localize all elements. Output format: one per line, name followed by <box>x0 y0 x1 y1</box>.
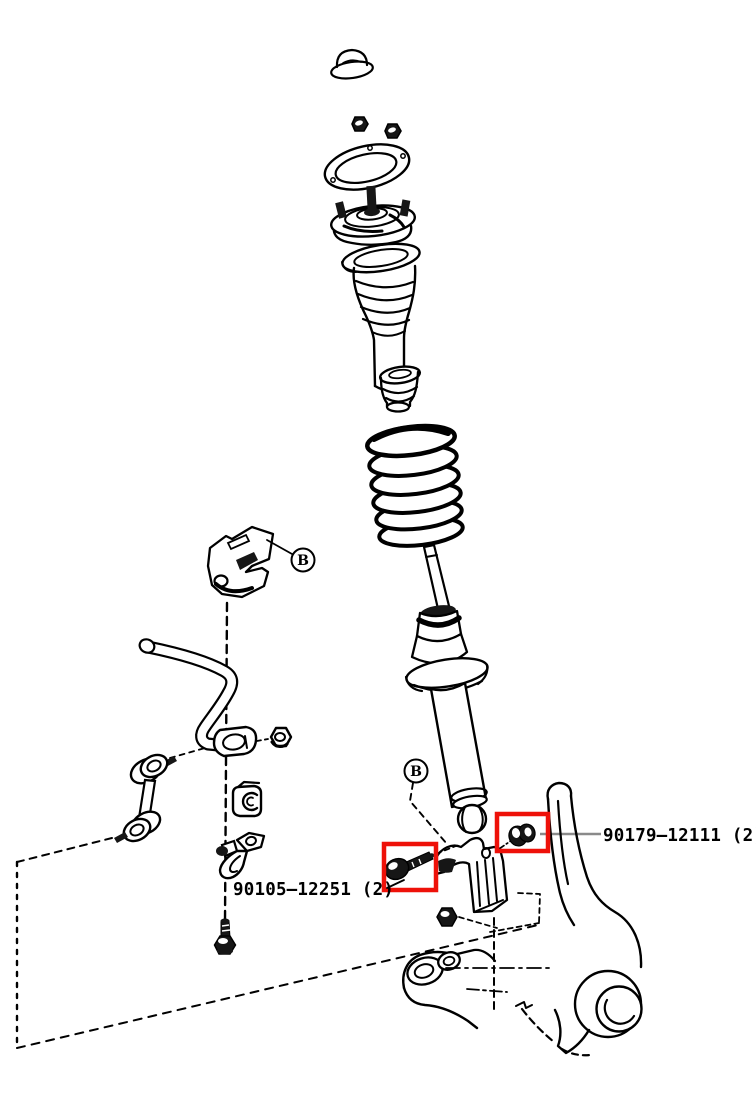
shock-lower-bracket <box>434 836 509 929</box>
part-number-nut: 90179–12111 (2) <box>603 826 756 846</box>
bushing-bracket <box>216 831 266 880</box>
callout-b-lower-circle <box>403 758 429 784</box>
bolt-centerline-lower <box>466 988 508 993</box>
callout-b-upper-letter: B <box>297 553 309 569</box>
bar-to-nut-dashed <box>256 738 269 742</box>
highlight-box-bolt <box>381 841 439 893</box>
callout-b-upper: B <box>266 539 316 573</box>
knuckle-hidden-box-dashed <box>489 892 541 933</box>
highlight-box-nut <box>494 811 551 854</box>
shock-absorber <box>404 543 489 835</box>
suspension-support <box>330 185 416 246</box>
part-number-bolt: 90105–12251 (2) <box>233 880 394 900</box>
stabilizer-link-nut <box>269 726 293 749</box>
stabilizer-bracket-b <box>206 525 275 599</box>
callout-b-lower: B <box>403 758 448 845</box>
highlighted-bolt-group: 90105–12251 (2) <box>233 841 457 900</box>
stabilizer-bushing <box>231 780 263 818</box>
projection-plane-top-edge <box>16 837 113 863</box>
highlighted-nut-group: 90179–12111 (2) <box>494 811 756 854</box>
coil-spring <box>365 423 465 554</box>
stabilizer-bar <box>138 638 258 758</box>
callout-b-lower-letter: B <box>410 764 422 780</box>
link-to-bar-dashed <box>169 745 213 759</box>
support-gasket <box>323 143 411 191</box>
steering-knuckle <box>515 781 643 1057</box>
construction-lines <box>15 601 601 1050</box>
callout-b-upper-circle <box>290 547 316 573</box>
lower-arm <box>402 948 553 1030</box>
stabilizer-link <box>114 753 177 843</box>
strut-rod-cap <box>330 48 374 80</box>
mounting-nut-left <box>351 116 369 132</box>
dust-boot <box>341 242 421 392</box>
bracket-bolt <box>213 918 237 955</box>
bump-stopper <box>378 365 422 413</box>
projection-plane-bottom-edge <box>16 924 539 1049</box>
highlighted-bolt-head <box>384 857 410 881</box>
fork-nut <box>436 907 458 927</box>
mounting-nut-right <box>384 123 402 139</box>
